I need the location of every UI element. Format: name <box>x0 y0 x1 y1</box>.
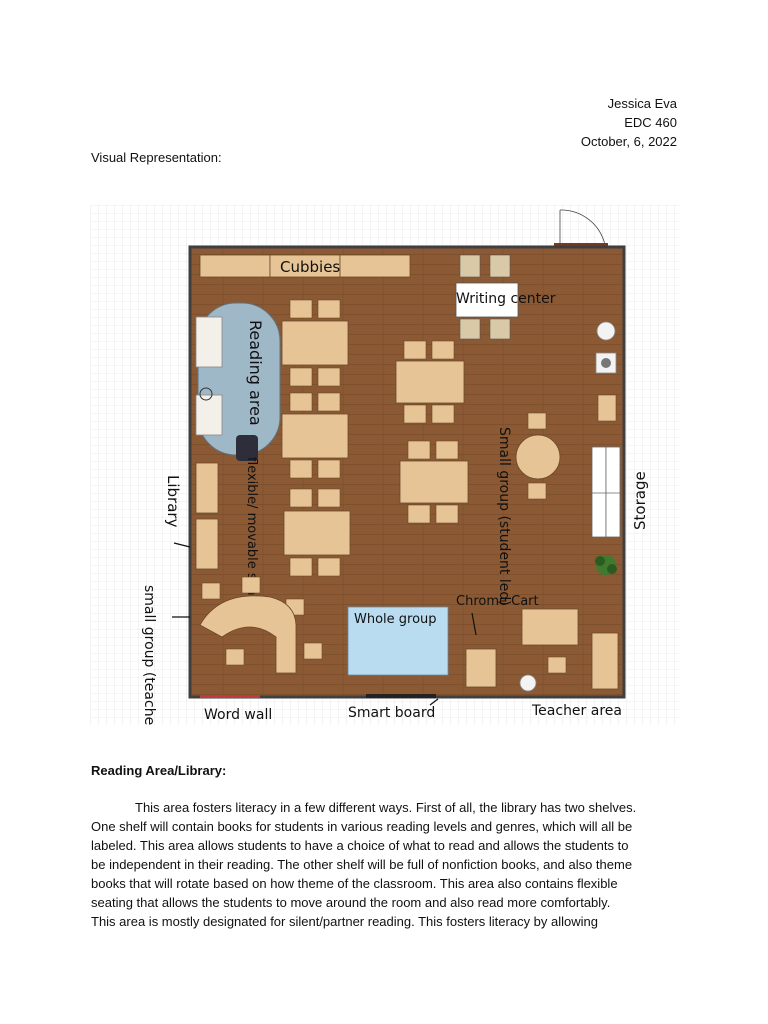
wall-cabinet <box>597 394 617 422</box>
table-group-1 <box>281 299 349 387</box>
chrome-cart <box>465 648 497 688</box>
teacher-small-group-table <box>199 576 323 674</box>
storage-label: Storage <box>631 471 649 530</box>
reading-area-label: Reading area <box>246 320 265 426</box>
teacher-small-group-label: small group (teacher led) <box>141 585 157 725</box>
chrome-cart-arrow <box>471 612 477 636</box>
paragraph-line: This area fosters literacy in a few diff… <box>135 800 637 815</box>
reading-couch-top <box>195 316 223 368</box>
teacher-cabinet <box>591 632 619 690</box>
teacher-chair <box>547 656 567 674</box>
table-group-5 <box>399 440 469 524</box>
paragraph-line: be independent in their reading. The oth… <box>91 857 633 872</box>
student-small-group-label: Small group (student led) <box>496 427 512 606</box>
paragraph-line: This area is mostly designated for silen… <box>91 914 598 929</box>
teacher-area-label: Teacher area <box>531 703 622 719</box>
teacher-desk <box>521 608 579 646</box>
writing-center-label: Writing center <box>456 291 556 307</box>
student-small-group-table <box>515 412 561 500</box>
sink <box>596 321 616 341</box>
reading-bean-bag <box>236 435 258 461</box>
word-wall <box>200 695 260 698</box>
paragraph-line: seating that allows the students to move… <box>91 895 611 910</box>
section-paragraph: This area fosters literacy in a few diff… <box>91 798 681 931</box>
whole-group-label: Whole group <box>354 612 437 627</box>
storage-shelves <box>591 446 621 538</box>
course-code: EDC 460 <box>624 115 677 130</box>
library-arrow <box>173 542 191 548</box>
reading-couch-bottom <box>195 394 223 436</box>
author-name: Jessica Eva <box>607 96 677 111</box>
paragraph-line: One shelf will contain books for student… <box>91 819 633 834</box>
cubbies <box>199 254 411 278</box>
word-wall-label: Word wall <box>204 707 272 723</box>
smart-board-label: Smart board <box>348 705 435 721</box>
printer <box>519 674 537 692</box>
table-group-2 <box>281 392 349 479</box>
library-shelves <box>195 462 219 570</box>
section-heading: Reading Area/Library: <box>91 763 227 778</box>
whole-group-rug <box>347 606 449 676</box>
chrome-cart-label: Chrome Cart <box>456 594 539 609</box>
writing-center-table <box>455 254 519 340</box>
cubbies-label: Cubbies <box>280 258 340 276</box>
smart-board <box>366 694 436 698</box>
paragraph-line: books that will rotate based on how them… <box>91 876 618 891</box>
paragraph-line: labeled. This area allows students to ha… <box>91 838 629 853</box>
table-group-4 <box>395 340 465 424</box>
table-group-3 <box>283 488 351 577</box>
classroom-floor-plan: Cubbies Writing center Reading area Libr… <box>90 205 680 725</box>
library-label: Library <box>164 475 182 528</box>
reading-lamp <box>199 387 213 401</box>
smart-board-arrow <box>429 698 439 706</box>
document-date: October, 6, 2022 <box>580 134 677 149</box>
plant <box>595 555 617 575</box>
visual-representation-label: Visual Representation: <box>91 150 222 165</box>
